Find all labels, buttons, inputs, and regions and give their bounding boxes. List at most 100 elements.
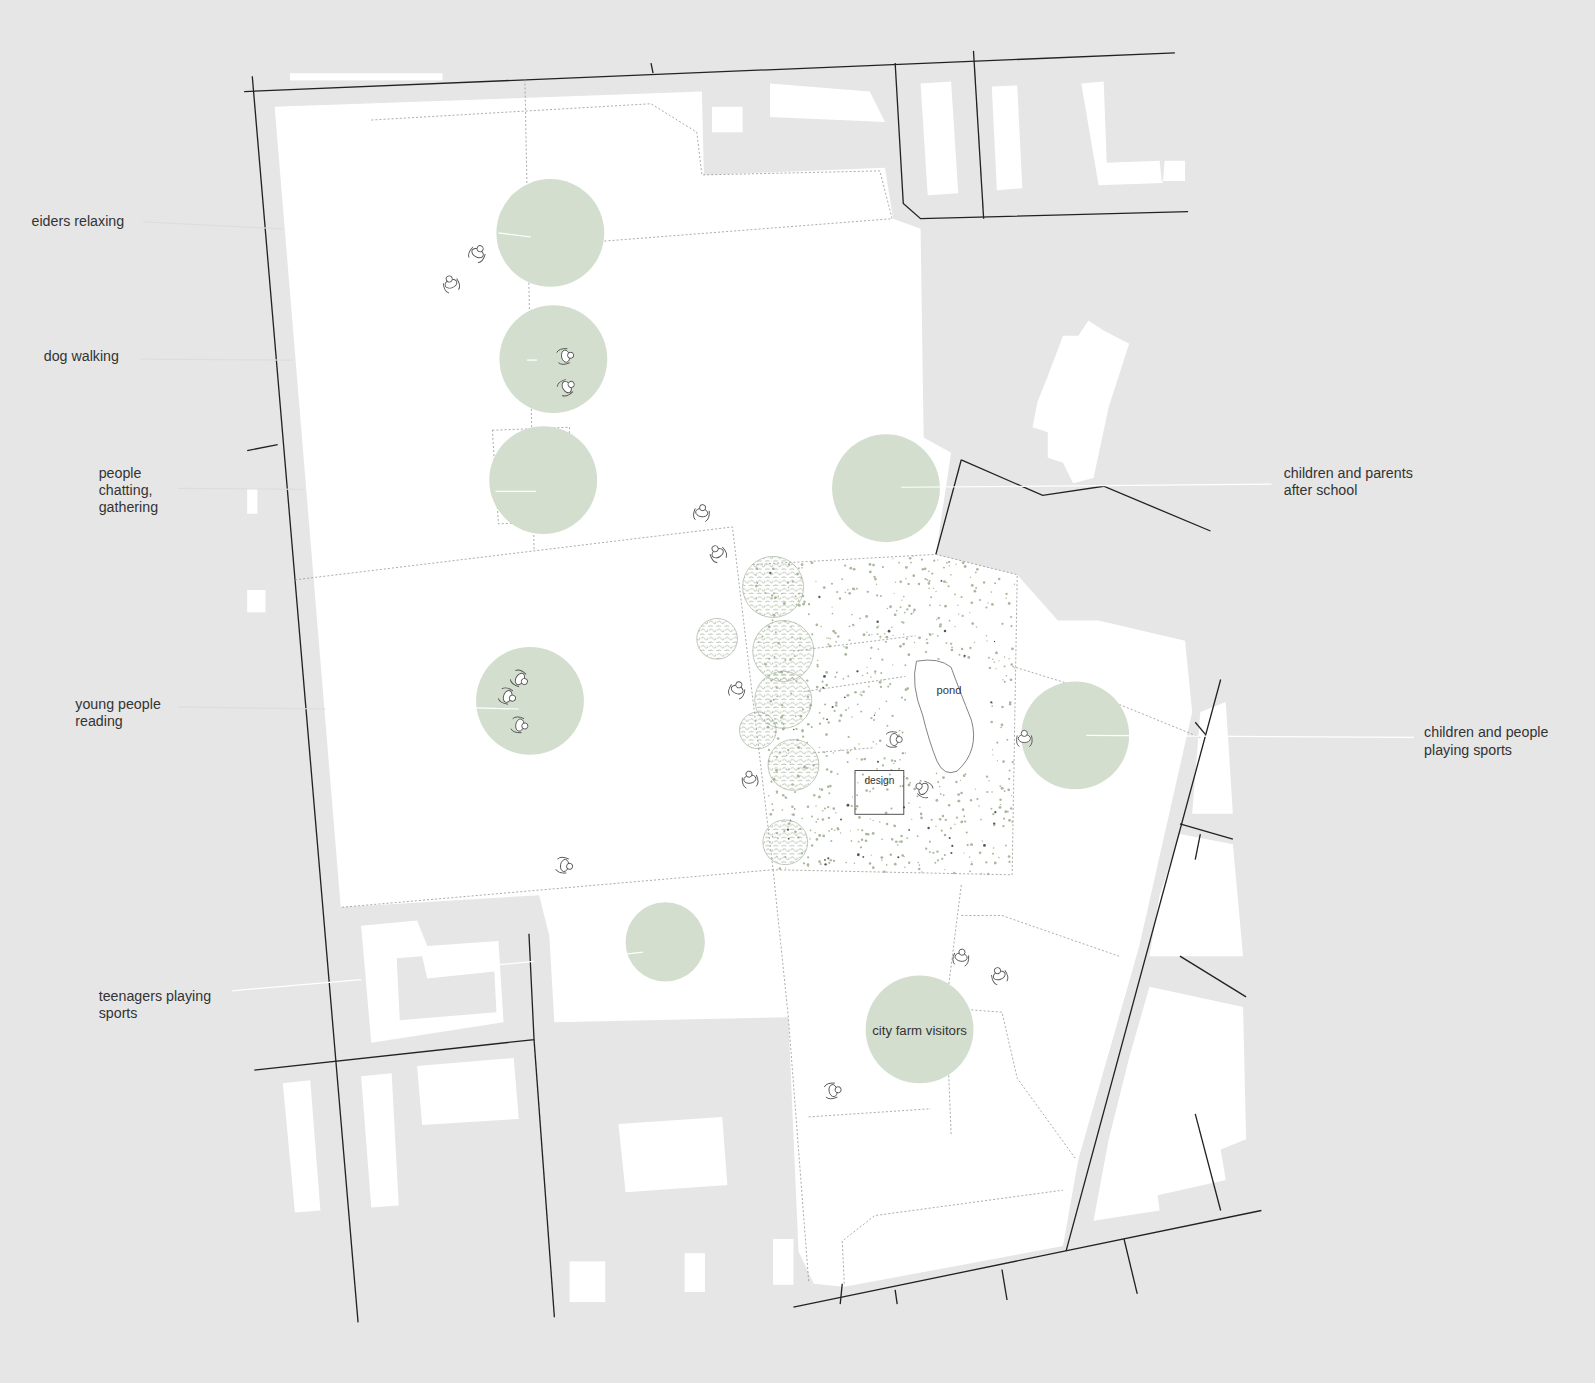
planting-dot <box>930 596 932 598</box>
planting-dot <box>963 774 966 777</box>
planting-dot <box>947 585 949 587</box>
leader-lines <box>140 222 1414 991</box>
planting-dot <box>904 867 906 869</box>
planting-dot <box>976 626 978 628</box>
planting-dot <box>811 633 813 635</box>
planting-dot <box>951 845 953 847</box>
planting-dot <box>926 638 928 640</box>
planting-dot <box>845 646 848 649</box>
planting-dot <box>1000 804 1001 805</box>
planting-dot <box>856 794 858 796</box>
planting-dot <box>867 591 869 593</box>
planting-dot <box>991 808 993 810</box>
planting-dot <box>1000 726 1002 728</box>
planting-dot <box>872 866 875 869</box>
planting-dot <box>772 809 774 811</box>
planting-dot <box>810 830 812 832</box>
planting-dot <box>777 737 780 740</box>
planting-dot <box>863 633 866 636</box>
planting-dot <box>912 555 914 557</box>
planting-dot <box>894 613 897 616</box>
person-figure <box>555 856 574 874</box>
planting-dot <box>840 819 842 821</box>
planting-dot <box>872 564 875 567</box>
planting-dot <box>1008 602 1011 605</box>
planting-dot <box>772 619 774 621</box>
planting-dot <box>860 846 862 848</box>
planting-dot <box>883 870 886 873</box>
planting-dot <box>941 580 943 582</box>
planting-dot <box>1005 845 1007 847</box>
planting-dot <box>928 582 931 585</box>
planting-dot <box>844 653 847 656</box>
planting-dot <box>913 611 915 613</box>
planting-dot <box>931 573 933 575</box>
planting-dot <box>832 613 834 615</box>
planting-dot <box>939 658 940 659</box>
planting-dot <box>807 865 809 867</box>
planting-dot <box>900 840 903 843</box>
planting-dot <box>908 653 911 656</box>
person-figure <box>886 732 902 748</box>
planting-dot <box>971 584 974 587</box>
planting-dot <box>954 824 955 825</box>
planting-dot <box>822 810 824 812</box>
planting-dot <box>991 591 993 593</box>
planting-dot <box>944 854 946 856</box>
planting-dot <box>792 813 795 816</box>
planting-dot <box>938 617 941 620</box>
planting-dot <box>957 605 958 606</box>
planting-dot <box>917 835 919 837</box>
planting-dot <box>876 584 877 585</box>
planting-dot <box>898 768 900 770</box>
planting-dot <box>913 609 916 612</box>
planting-dot <box>885 636 888 639</box>
planting-dot <box>848 707 849 708</box>
planting-dot <box>1007 788 1010 791</box>
planting-dot <box>966 831 968 833</box>
planting-dot <box>979 852 982 855</box>
planting-dot <box>794 791 796 793</box>
planting-dot <box>928 587 930 589</box>
planting-dot <box>985 606 987 608</box>
planting-dot <box>999 798 1001 800</box>
planting-dot <box>943 794 945 796</box>
planting-dot <box>990 701 992 703</box>
activity-label: eiders relaxing <box>32 213 164 230</box>
planting-dot <box>868 681 869 682</box>
design-box: design <box>854 770 904 815</box>
planting-dot <box>935 826 936 827</box>
planting-dot <box>827 643 829 645</box>
planting-dot <box>820 863 822 865</box>
planting-dot <box>1004 665 1006 667</box>
planting-dot <box>936 773 938 775</box>
planting-dot <box>944 630 947 633</box>
planting-dot <box>955 781 957 783</box>
planting-dot <box>785 867 786 868</box>
planting-dot <box>902 732 904 734</box>
planting-dot <box>768 795 770 797</box>
planting-dot <box>957 800 959 802</box>
activity-label: children and people playing sports <box>1424 724 1571 758</box>
planting-dot <box>967 656 970 659</box>
planting-dot <box>998 857 1000 859</box>
planting-dot <box>865 833 868 836</box>
planting-dot <box>929 604 931 606</box>
person-figure <box>952 948 970 967</box>
planting-dot <box>813 794 815 796</box>
planting-dot <box>860 692 861 693</box>
planting-dot <box>782 809 784 811</box>
planting-dot <box>879 708 881 710</box>
planting-dot <box>887 608 889 610</box>
planting-dot <box>880 686 882 688</box>
planting-dot <box>941 830 943 832</box>
planting-dot <box>976 798 978 800</box>
person-figure <box>1017 730 1033 746</box>
planting-dot <box>852 624 854 626</box>
planting-dot <box>988 780 989 781</box>
planting-dot <box>886 700 888 702</box>
planting-dot <box>1010 807 1012 809</box>
planting-dot <box>960 596 962 598</box>
planting-dot <box>1011 761 1013 763</box>
